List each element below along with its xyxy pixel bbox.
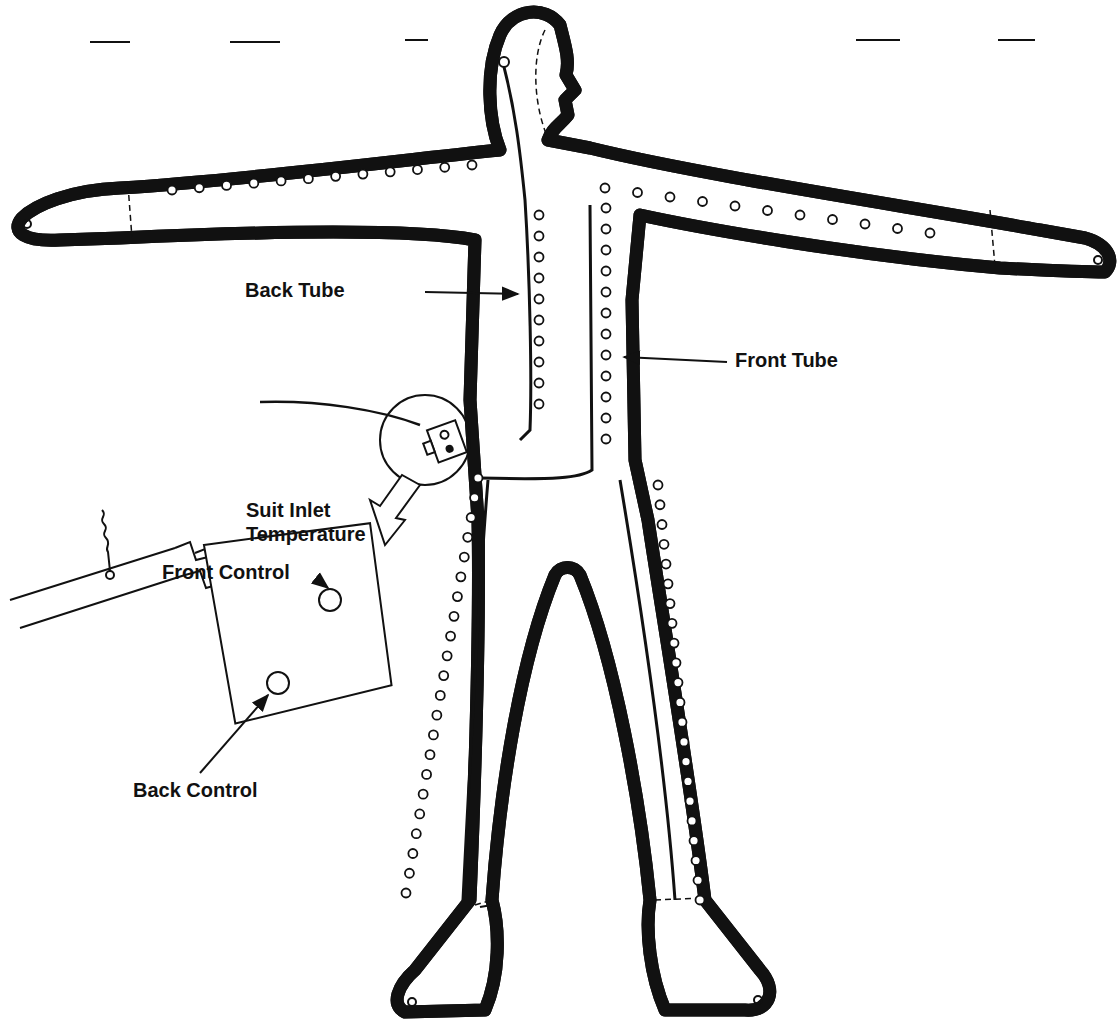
control-label: Back Control (133, 778, 257, 802)
part-label: Front Tube (735, 348, 838, 372)
part-label: Back Tube (245, 278, 345, 302)
control-label: Front Control (162, 560, 290, 584)
sensor-label: Suit Inlet Temperature (246, 498, 416, 546)
